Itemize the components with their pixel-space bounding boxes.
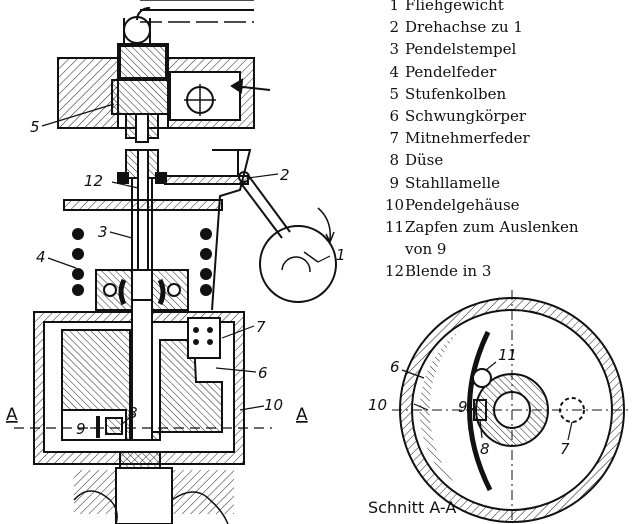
callout-9: 9 — [76, 420, 86, 438]
section-callout-6: 6 — [390, 358, 400, 376]
upper-housing — [57, 43, 255, 143]
legend-item-continuation: von 9 — [405, 240, 447, 259]
callout-5: 5 — [30, 118, 40, 136]
section-aa-view — [392, 290, 632, 524]
callouts: 1 2 3 4 5 6 7 8 9 10 12 A A 6 10 9 11 8 … — [6, 118, 570, 458]
callout-2: 2 — [280, 166, 290, 184]
callout-10: 10 — [264, 396, 283, 414]
legend-item: 12Blende in 3 — [385, 262, 492, 281]
callout-12: 12 — [84, 172, 103, 190]
main-section-view — [14, 0, 337, 524]
section-callout-11: 11 — [498, 346, 517, 364]
legend-item: 11Zapfen zum Auslenken — [385, 218, 579, 237]
inflow-arrow — [230, 78, 271, 94]
callout-1: 1 — [336, 246, 346, 264]
callout-6: 6 — [258, 364, 268, 382]
section-callout-8: 8 — [480, 440, 490, 458]
callout-4: 4 — [36, 248, 46, 266]
section-mark-right: A — [296, 405, 308, 425]
legend-item: 10Pendelgehäuse — [385, 195, 520, 214]
lever-arm — [164, 149, 337, 311]
callout-8: 8 — [128, 404, 138, 422]
section-caption: Schnitt A-A — [368, 498, 457, 517]
bottom-shaft — [73, 467, 234, 524]
section-mark-left: A — [6, 405, 18, 425]
section-callout-7: 7 — [560, 440, 570, 458]
section-callout-10: 10 — [368, 396, 387, 414]
callout-7: 7 — [256, 318, 266, 336]
pendulum-housing — [33, 299, 245, 469]
top-link — [123, 0, 254, 46]
section-callout-9: 9 — [458, 398, 468, 416]
callout-3: 3 — [98, 223, 108, 241]
pendulum-spring — [63, 199, 223, 296]
